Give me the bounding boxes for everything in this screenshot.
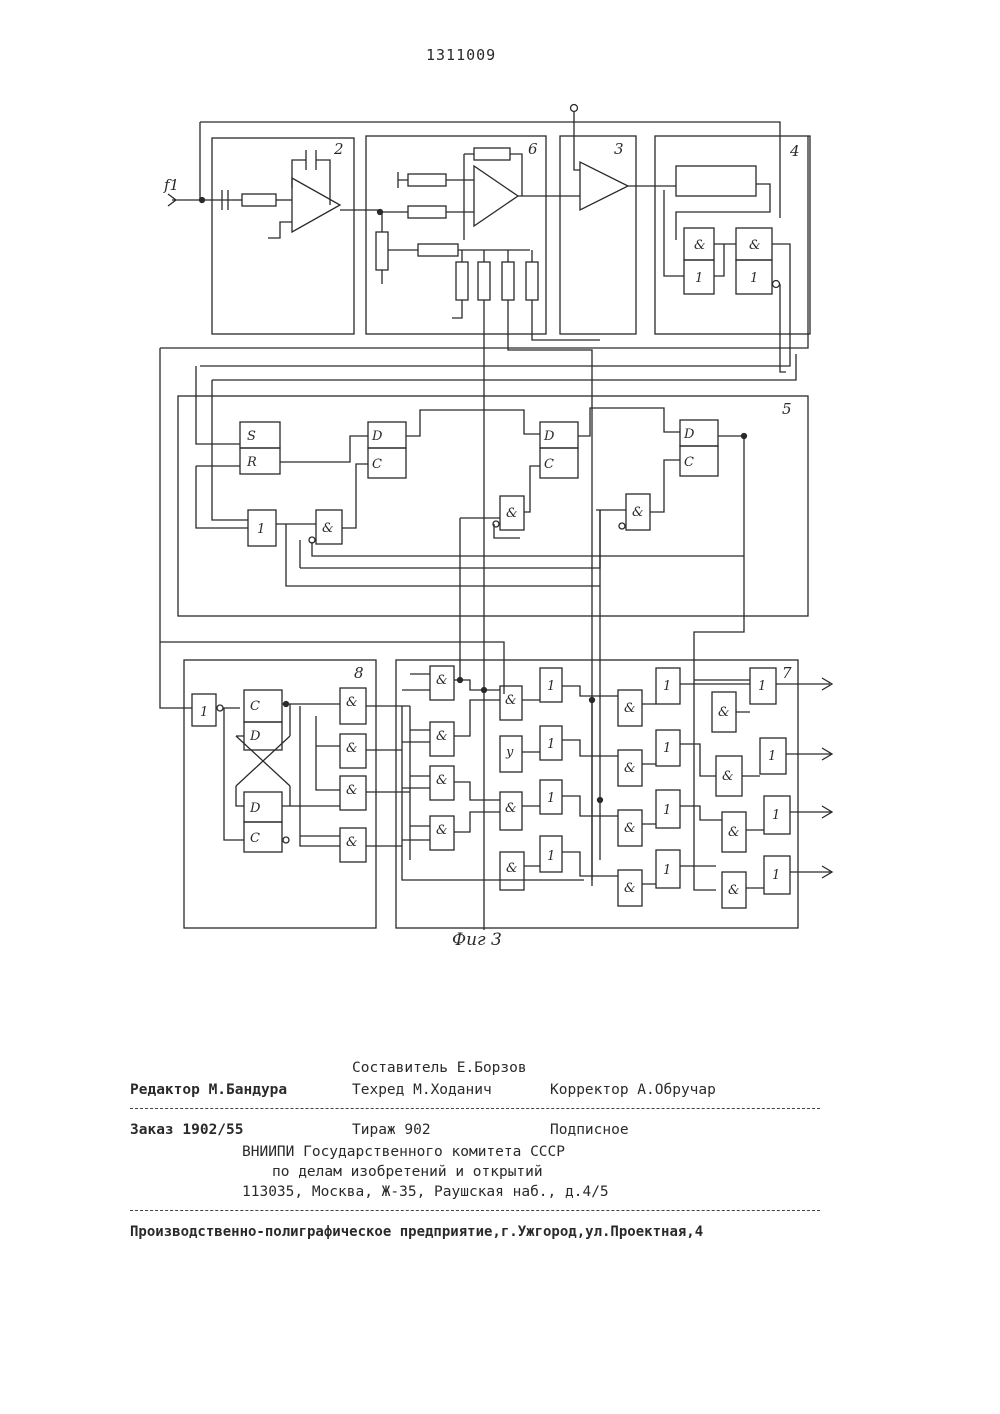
gate-and-label: &	[728, 883, 740, 898]
block-number-4: 4	[789, 142, 800, 160]
gate-or-label: 1	[695, 271, 703, 286]
divider	[130, 1210, 820, 1211]
ff-c-label: C	[372, 457, 382, 472]
gate-and-label: &	[436, 729, 448, 744]
gate-and-label: &	[346, 783, 358, 798]
imprint-subscription: Подписное	[550, 1122, 629, 1138]
gate-or-label: 1	[663, 803, 671, 818]
imprint-address: 113035, Москва, Ж-35, Раушская наб., д.4…	[242, 1184, 609, 1200]
imprint-circulation: Тираж 902	[352, 1122, 431, 1138]
gate-or-label: 1	[547, 737, 555, 752]
imprint-corrector: Корректор А.Обручар	[550, 1082, 716, 1098]
gate-or-label: 1	[257, 522, 265, 537]
block-number-5: 5	[782, 400, 792, 418]
block-3-frame	[560, 136, 636, 334]
gate-and-label: &	[624, 881, 636, 896]
gate-or-label: 1	[547, 849, 555, 864]
gate-and-label: &	[624, 701, 636, 716]
input-label: f1	[163, 176, 179, 194]
gate-or-label: 1	[772, 868, 780, 883]
block-2-frame	[212, 138, 354, 334]
block-6-frame	[366, 136, 546, 334]
block-5-frame	[178, 396, 808, 616]
gate-or-label: 1	[772, 808, 780, 823]
gate-and-label: &	[632, 505, 644, 520]
block-number-7: 7	[782, 664, 792, 682]
gate-or-label: 1	[758, 679, 766, 694]
gate-or-label: 1	[200, 705, 208, 720]
gate-and-label: &	[436, 673, 448, 688]
gate-and-label: &	[346, 835, 358, 850]
ff-c-label: C	[250, 831, 260, 846]
ff-d-label: D	[371, 429, 383, 444]
gate-and-label: &	[506, 506, 518, 521]
ff-c-label: C	[684, 455, 694, 470]
block-number-3: 3	[614, 140, 624, 158]
ff-d-label: D	[683, 427, 695, 442]
gate-and-label: &	[722, 769, 734, 784]
ff-c-label: C	[250, 699, 260, 714]
imprint-order: Заказ 1902/55	[130, 1122, 244, 1138]
block-number-2: 2	[333, 140, 344, 158]
ff-c-label: C	[544, 457, 554, 472]
gate-or-label: 1	[663, 863, 671, 878]
circuit-schematic: f1 2 6 3 4 5 8 7 & 1 & 1 S R D C D C D C…	[0, 0, 1000, 960]
gate-and-label: &	[506, 861, 518, 876]
gate-and-label: &	[624, 761, 636, 776]
gate-and-label: &	[505, 693, 517, 708]
gate-and-label: &	[694, 238, 706, 253]
block-number-6: 6	[528, 140, 538, 158]
gate-or-label: 1	[768, 749, 776, 764]
gate-and-label: &	[436, 823, 448, 838]
ff-d-label: D	[249, 801, 261, 816]
imprint-editor: Редактор М.Бандура	[130, 1082, 287, 1098]
gate-and-label: &	[322, 521, 334, 536]
imprint-compiler: Составитель Е.Борзов	[352, 1060, 527, 1076]
imprint-techred: Техред М.Ходанич	[352, 1082, 492, 1098]
gate-and-label: &	[749, 238, 761, 253]
gate-y-label: у	[505, 745, 514, 760]
imprint-printer: Производственно-полиграфическое предприя…	[130, 1224, 703, 1240]
gate-and-label: &	[718, 705, 730, 720]
gate-or-label: 1	[663, 741, 671, 756]
block-number-8: 8	[354, 664, 364, 682]
ff-s-label: S	[247, 429, 256, 444]
ff-r-label: R	[246, 455, 257, 470]
gate-and-label: &	[436, 773, 448, 788]
gate-and-label: &	[346, 741, 358, 756]
ff-d-label: D	[543, 429, 555, 444]
gate-or-label: 1	[663, 679, 671, 694]
gate-and-label: &	[728, 825, 740, 840]
divider	[130, 1108, 820, 1109]
ff-d-label: D	[249, 729, 261, 744]
gate-or-label: 1	[750, 271, 758, 286]
figure-caption: Фиг 3	[452, 930, 502, 950]
gate-or-label: 1	[547, 679, 555, 694]
gate-and-label: &	[505, 801, 517, 816]
gate-or-label: 1	[547, 791, 555, 806]
imprint-org-2: по делам изобретений и открытий	[272, 1164, 543, 1180]
gate-and-label: &	[624, 821, 636, 836]
imprint-org-1: ВНИИПИ Государственного комитета СССР	[242, 1144, 565, 1160]
gate-and-label: &	[346, 695, 358, 710]
